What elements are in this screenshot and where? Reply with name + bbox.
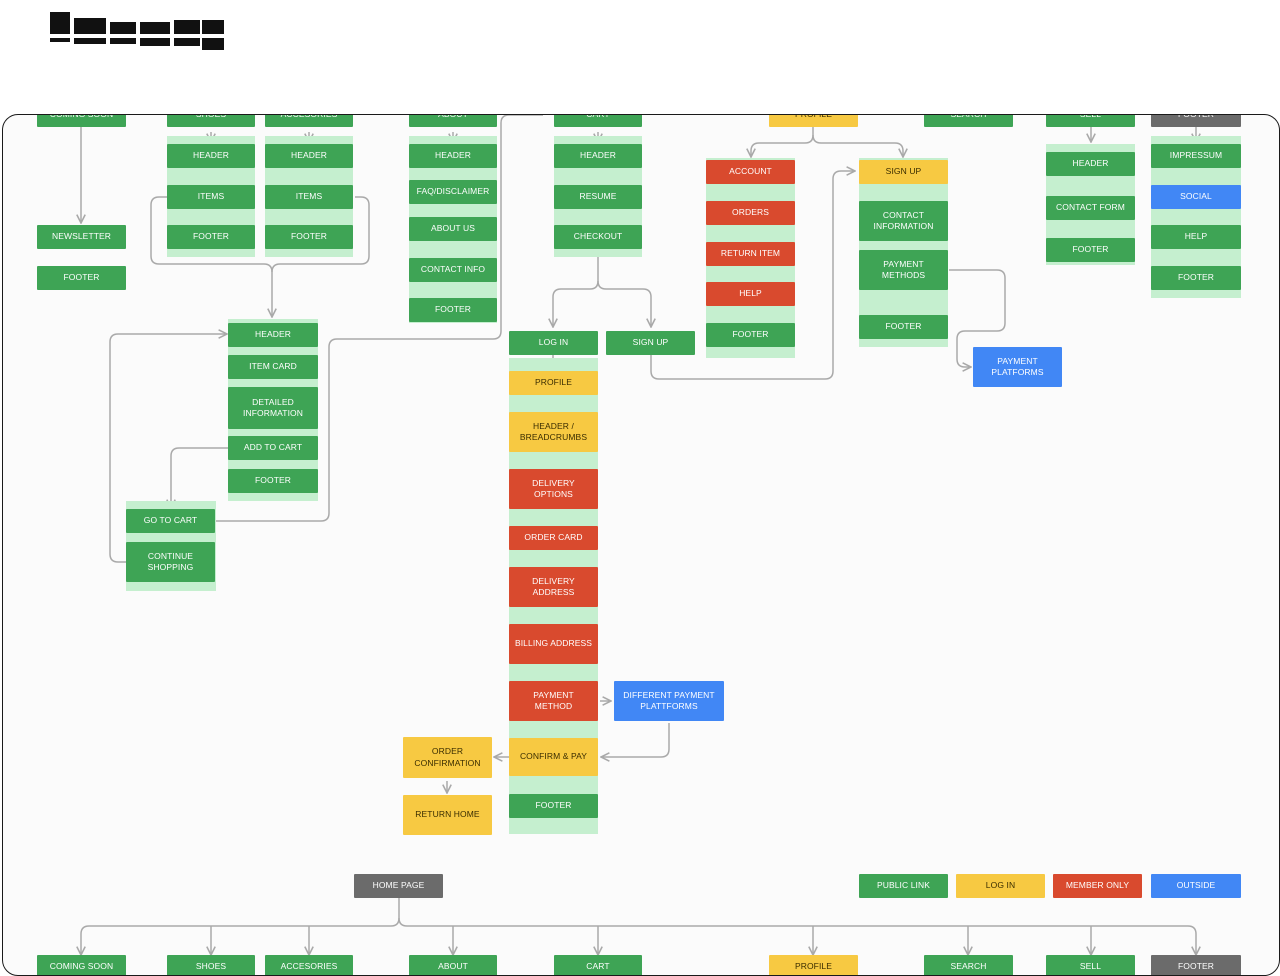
accesories-footer[interactable]: FOOTER (265, 225, 353, 249)
signup-payment-platforms[interactable]: PAYMENT PLATFORMS (973, 347, 1062, 387)
cart-resume[interactable]: RESUME (554, 185, 642, 209)
profile-account[interactable]: ACCOUNT (706, 160, 795, 184)
about-footer[interactable]: FOOTER (409, 298, 497, 322)
section-accesories-top[interactable]: ACCESORIES (265, 115, 353, 127)
about-about-us[interactable]: ABOUT US (409, 217, 497, 241)
section-shoes-top[interactable]: SHOES (167, 115, 255, 127)
product-header[interactable]: HEADER (228, 323, 318, 347)
about-faq-disclaimer[interactable]: FAQ/DISCLAIMER (409, 180, 497, 204)
section-accesories-bottom[interactable]: ACCESORIES (265, 955, 353, 975)
checkout-log-in[interactable]: LOG IN (509, 331, 598, 355)
legend-outside: OUTSIDE (1151, 874, 1241, 898)
section-shoes-bottom[interactable]: SHOES (167, 955, 255, 975)
coming-soon-newsletter[interactable]: NEWSLETTER (37, 225, 126, 249)
product-detailed-information[interactable]: DETAILED INFORMATION (228, 387, 318, 429)
section-profile-top[interactable]: PROFILE (769, 115, 858, 127)
product-add-to-cart[interactable]: ADD TO CART (228, 436, 318, 460)
section-cart-bottom[interactable]: CART (554, 955, 642, 975)
product-item-card[interactable]: ITEM CARD (228, 355, 318, 379)
footer-footer[interactable]: FOOTER (1151, 266, 1241, 290)
section-footer-bottom[interactable]: FOOTER (1151, 955, 1241, 975)
sitemap-canvas: COMING SOON SHOES ACCESORIES ABOUT CART … (2, 114, 1280, 976)
checkout-footer[interactable]: FOOTER (509, 794, 598, 818)
section-about-top[interactable]: ABOUT (409, 115, 497, 127)
shoes-footer[interactable]: FOOTER (167, 225, 255, 249)
profile-return-item[interactable]: RETURN ITEM (706, 242, 795, 266)
checkout-sign-up[interactable]: SIGN UP (606, 331, 695, 355)
legend-member-only: MEMBER ONLY (1053, 874, 1142, 898)
checkout-order-card[interactable]: ORDER CARD (509, 526, 598, 550)
shoes-header[interactable]: HEADER (167, 144, 255, 168)
section-coming-soon-bottom[interactable]: COMING SOON (37, 955, 126, 975)
section-footer-top[interactable]: FOOTER (1151, 115, 1241, 127)
shoes-items[interactable]: ITEMS (167, 185, 255, 209)
checkout-confirm-pay[interactable]: CONFIRM & PAY (509, 738, 598, 776)
checkout-profile[interactable]: PROFILE (509, 371, 598, 395)
title-scribble (48, 12, 224, 50)
checkout-order-confirmation[interactable]: ORDER CONFIRMATION (403, 737, 492, 778)
section-profile-bottom[interactable]: PROFILE (769, 955, 858, 975)
checkout-return-home[interactable]: RETURN HOME (403, 795, 492, 835)
checkout-billing-address[interactable]: BILLING ADDRESS (509, 624, 598, 664)
section-cart-top[interactable]: CART (554, 115, 642, 127)
sell-footer[interactable]: FOOTER (1046, 238, 1135, 262)
product-footer[interactable]: FOOTER (228, 469, 318, 493)
product-continue-shopping[interactable]: CONTINUE SHOPPING (126, 542, 215, 582)
footer-help[interactable]: HELP (1151, 225, 1241, 249)
checkout-delivery-address[interactable]: DELIVERY ADDRESS (509, 567, 598, 607)
sell-header[interactable]: HEADER (1046, 152, 1135, 176)
section-sell-top[interactable]: SELL (1046, 115, 1135, 127)
legend-log-in: LOG IN (956, 874, 1045, 898)
legend-public-link: PUBLIC LINK (859, 874, 948, 898)
signup-sign-up[interactable]: SIGN UP (859, 160, 948, 184)
signup-footer[interactable]: FOOTER (859, 315, 948, 339)
footer-social[interactable]: SOCIAL (1151, 185, 1241, 209)
about-contact-info[interactable]: CONTACT INFO (409, 258, 497, 282)
section-search-top[interactable]: SEARCH (924, 115, 1013, 127)
sell-contact-form[interactable]: CONTACT FORM (1046, 196, 1135, 220)
signup-contact-information[interactable]: CONTACT INFORMATION (859, 201, 948, 241)
checkout-delivery-options[interactable]: DELIVERY OPTIONS (509, 469, 598, 509)
home-page-node[interactable]: HOME PAGE (354, 874, 443, 898)
profile-orders[interactable]: ORDERS (706, 201, 795, 225)
section-search-bottom[interactable]: SEARCH (924, 955, 1013, 975)
section-coming-soon-top[interactable]: COMING SOON (37, 115, 126, 127)
accesories-items[interactable]: ITEMS (265, 185, 353, 209)
section-about-bottom[interactable]: ABOUT (409, 955, 497, 975)
product-go-to-cart[interactable]: GO TO CART (126, 509, 215, 533)
cart-header[interactable]: HEADER (554, 144, 642, 168)
coming-soon-footer[interactable]: FOOTER (37, 266, 126, 290)
profile-help[interactable]: HELP (706, 282, 795, 306)
cart-checkout[interactable]: CHECKOUT (554, 225, 642, 249)
checkout-payment-method[interactable]: PAYMENT METHOD (509, 681, 598, 721)
about-header[interactable]: HEADER (409, 144, 497, 168)
checkout-header-breadcrumbs[interactable]: HEADER / BREADCRUMBS (509, 412, 598, 452)
checkout-different-payment-plattforms[interactable]: DIFFERENT PAYMENT PLATTFORMS (614, 681, 724, 721)
accesories-header[interactable]: HEADER (265, 144, 353, 168)
footer-impressum[interactable]: IMPRESSUM (1151, 144, 1241, 168)
profile-footer[interactable]: FOOTER (706, 323, 795, 347)
section-sell-bottom[interactable]: SELL (1046, 955, 1135, 975)
signup-payment-methods[interactable]: PAYMENT METHODS (859, 250, 948, 290)
